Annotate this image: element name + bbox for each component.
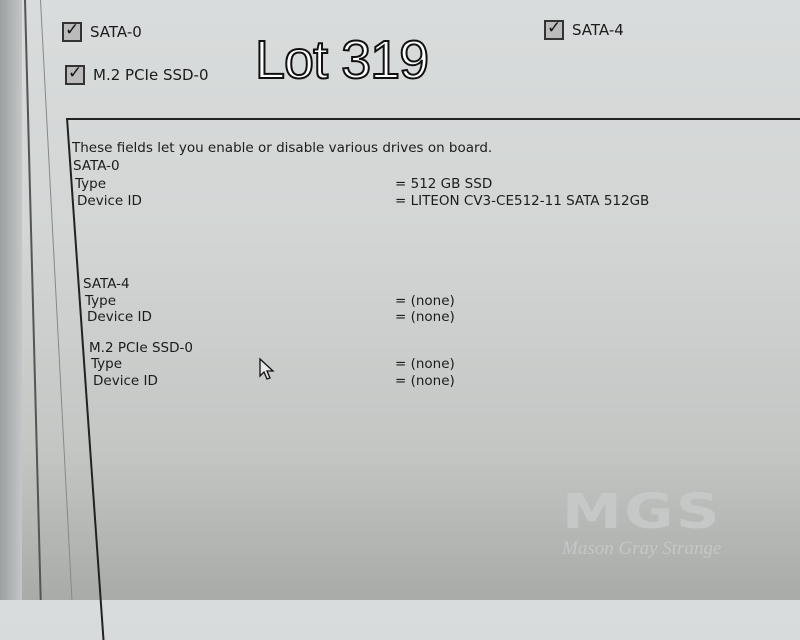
type-value: = 512 GB SSD — [395, 176, 493, 192]
checkbox-m2-pcie-ssd-0[interactable]: M.2 PCIe SSD-0 — [65, 63, 209, 85]
frame-line — [40, 0, 73, 600]
checkbox-label: SATA-4 — [572, 21, 624, 39]
mouse-pointer-icon — [259, 357, 275, 380]
type-label: Type — [91, 356, 123, 372]
logo-subtitle: Mason Gray Strange — [562, 538, 722, 559]
frame-line — [24, 0, 42, 600]
screen-bezel — [0, 0, 22, 600]
device-id-value: = (none) — [395, 309, 455, 325]
type-label: Type — [75, 176, 107, 192]
drive-name: SATA-4 — [83, 276, 130, 292]
info-description: These fields let you enable or disable v… — [72, 140, 493, 156]
checkbox-checked-icon — [65, 63, 85, 85]
logo-mark: MGS — [562, 484, 722, 540]
device-id-value: = LITEON CV3-CE512-11 SATA 512GB — [395, 193, 650, 209]
checkbox-checked-icon — [62, 20, 82, 42]
lot-number-overlay: Lot 319 — [254, 29, 430, 91]
type-value: = (none) — [395, 356, 455, 372]
checkbox-label: M.2 PCIe SSD-0 — [93, 66, 209, 84]
drive-name: M.2 PCIe SSD-0 — [89, 340, 193, 356]
checkbox-checked-icon — [544, 18, 564, 40]
device-id-label: Device ID — [87, 309, 152, 325]
device-id-value: = (none) — [395, 373, 455, 389]
checkbox-sata-4[interactable]: SATA-4 — [544, 18, 624, 40]
type-label: Type — [85, 293, 117, 309]
drive-name: SATA-0 — [73, 158, 120, 174]
device-id-label: Device ID — [77, 193, 142, 209]
checkbox-label: SATA-0 — [90, 23, 142, 41]
checkbox-sata-0[interactable]: SATA-0 — [62, 20, 142, 42]
device-id-label: Device ID — [93, 373, 158, 389]
type-value: = (none) — [395, 293, 455, 309]
watermark-logo: MGS Mason Gray Strange — [562, 488, 721, 560]
